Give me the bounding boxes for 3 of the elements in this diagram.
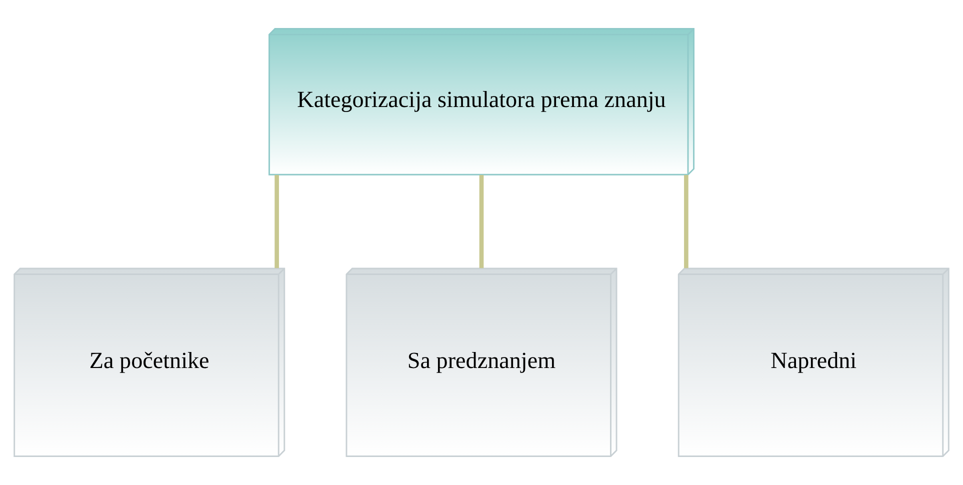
connector [274, 175, 279, 268]
connector [684, 175, 688, 268]
connector [479, 175, 484, 268]
